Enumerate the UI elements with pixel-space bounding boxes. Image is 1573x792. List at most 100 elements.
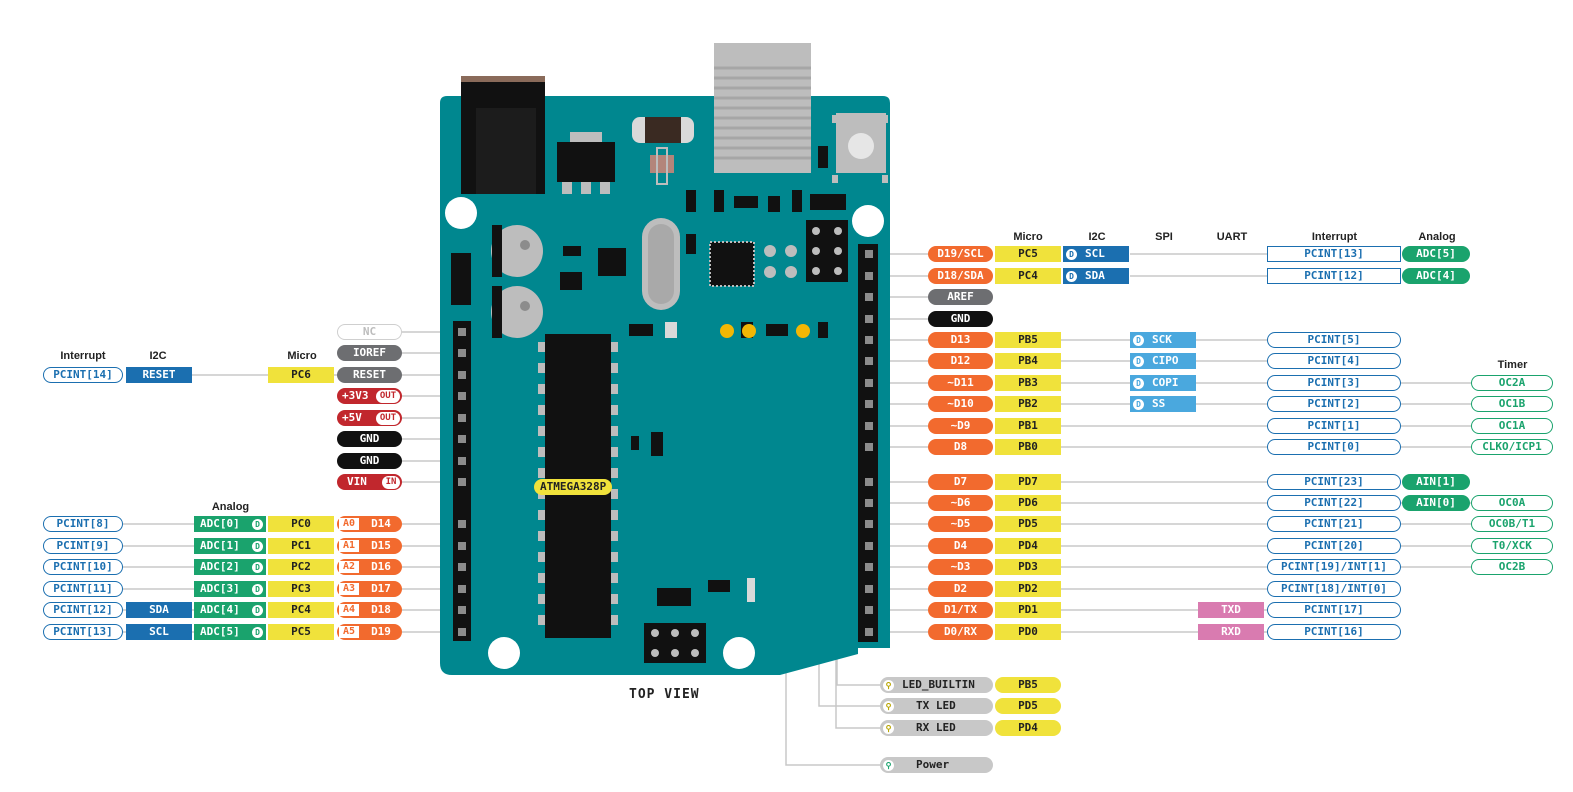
digital-port-4: PB1 <box>995 418 1061 434</box>
out-badge: OUT <box>376 389 400 403</box>
digital-pin-10: ~D3 <box>928 559 993 575</box>
mounting-hole <box>488 637 520 669</box>
mounting-hole <box>723 637 755 669</box>
analog-a-label: A1 <box>339 540 359 552</box>
analog-a-label: A5 <box>339 626 359 638</box>
led-port-1: PD5 <box>995 698 1061 714</box>
header-pin <box>458 435 466 443</box>
analog-d-label: D14 <box>371 517 391 530</box>
header-pin <box>865 542 873 550</box>
digital-pcint-8: PCINT[21] <box>1267 516 1401 532</box>
header-pin <box>458 371 466 379</box>
capacitor <box>491 286 543 338</box>
header-pin <box>865 293 873 301</box>
header-micro-left: Micro <box>287 350 317 362</box>
gnd-pin-right: GND <box>928 311 993 327</box>
header-interrupt-right: Interrupt <box>1311 231 1358 243</box>
analog-a-label: A4 <box>339 604 359 616</box>
chip-pin <box>538 594 545 604</box>
digital-pcint-5: PCINT[0] <box>1267 439 1401 455</box>
digital-pin-12: D1/TX <box>928 602 993 618</box>
capacitor <box>491 225 543 277</box>
chip-pin <box>611 447 618 457</box>
usb-chip <box>709 241 755 287</box>
chip-pin <box>538 510 545 520</box>
digital-badge: D <box>252 518 263 530</box>
header-pin <box>865 379 873 387</box>
digital-port-6: PD7 <box>995 474 1061 490</box>
digital-badge: D <box>252 583 263 595</box>
chip-pin <box>611 426 618 436</box>
header-pin <box>865 272 873 280</box>
left-reset-micro: PC6 <box>268 367 334 383</box>
header-pin <box>865 499 873 507</box>
digital-pcint-3: PCINT[2] <box>1267 396 1401 412</box>
digital-pin-11: D2 <box>928 581 993 597</box>
spi-0: SCK <box>1130 332 1196 348</box>
header-i2c-left: I2C <box>149 350 167 362</box>
spi-1: CIPO <box>1130 353 1196 369</box>
digital-port-11: PD2 <box>995 581 1061 597</box>
analog-adc-3: ADC[3] <box>194 581 266 597</box>
digital-badge: D <box>252 626 263 638</box>
power-pin-gnd: GND <box>337 431 402 447</box>
mounting-hole <box>852 205 884 237</box>
header-pin <box>458 585 466 593</box>
header-pin <box>458 563 466 571</box>
digital-pcint-12: PCINT[17] <box>1267 602 1401 618</box>
header-pin <box>458 414 466 422</box>
chip-pin <box>538 468 545 478</box>
header-pin <box>865 400 873 408</box>
power-pin-gnd: GND <box>337 453 402 469</box>
analog-pcint-2: PCINT[10] <box>43 559 123 575</box>
chip-pin <box>538 573 545 583</box>
digital-port-8: PD5 <box>995 516 1061 532</box>
right-top-pcint-0: PCINT[13] <box>1267 246 1401 262</box>
chip-pin <box>538 447 545 457</box>
digital-pcint-9: PCINT[20] <box>1267 538 1401 554</box>
timer-5: CLKO/ICP1 <box>1471 439 1553 455</box>
header-pin <box>865 250 873 258</box>
header-pin <box>458 328 466 336</box>
digital-port-2: PB3 <box>995 375 1061 391</box>
header-spi: SPI <box>1155 231 1173 243</box>
analog-port-4: PC4 <box>268 602 334 618</box>
digital-pin-2: ~D11 <box>928 375 993 391</box>
header-uart: UART <box>1216 231 1248 243</box>
header-interrupt-left: Interrupt <box>60 350 106 362</box>
analog-pcint-1: PCINT[9] <box>43 538 123 554</box>
header-pin <box>458 606 466 614</box>
header-analog-left: Analog <box>211 501 250 513</box>
led-bulb-icon: ⚲ <box>883 722 894 734</box>
header-pin <box>865 443 873 451</box>
chip-pin <box>538 405 545 415</box>
chip-pin <box>611 468 618 478</box>
analog-d-label: D19 <box>371 625 391 638</box>
analog-pcint-0: PCINT[8] <box>43 516 123 532</box>
digital-pin-0: D13 <box>928 332 993 348</box>
analog-i2c-4: SDA <box>126 602 192 618</box>
chip-pin <box>611 405 618 415</box>
digital-badge: D <box>1066 248 1077 260</box>
digital-pin-3: ~D10 <box>928 396 993 412</box>
right-top-analog-0: ADC[5] <box>1402 246 1470 262</box>
header-pin <box>458 520 466 528</box>
digital-pcint-13: PCINT[16] <box>1267 624 1401 640</box>
digital-badge: D <box>1066 270 1077 282</box>
led-label-2: RX LED <box>880 720 993 736</box>
chip-pin <box>538 426 545 436</box>
uart-12: TXD <box>1198 602 1264 618</box>
chip-pin <box>611 531 618 541</box>
chip-pin <box>611 342 618 352</box>
chip-pin <box>611 615 618 625</box>
uart-13: RXD <box>1198 624 1264 640</box>
analog-a-label: A0 <box>339 518 359 530</box>
view-label: TOP VIEW <box>629 687 700 702</box>
chip-pin <box>611 384 618 394</box>
analog-d-label: D18 <box>371 603 391 616</box>
header-pin <box>458 349 466 357</box>
right-top-pin-0: D19/SCL <box>928 246 993 262</box>
right-top-pcint-1: PCINT[12] <box>1267 268 1401 284</box>
digital-pin-5: D8 <box>928 439 993 455</box>
aref-pin: AREF <box>928 289 993 305</box>
